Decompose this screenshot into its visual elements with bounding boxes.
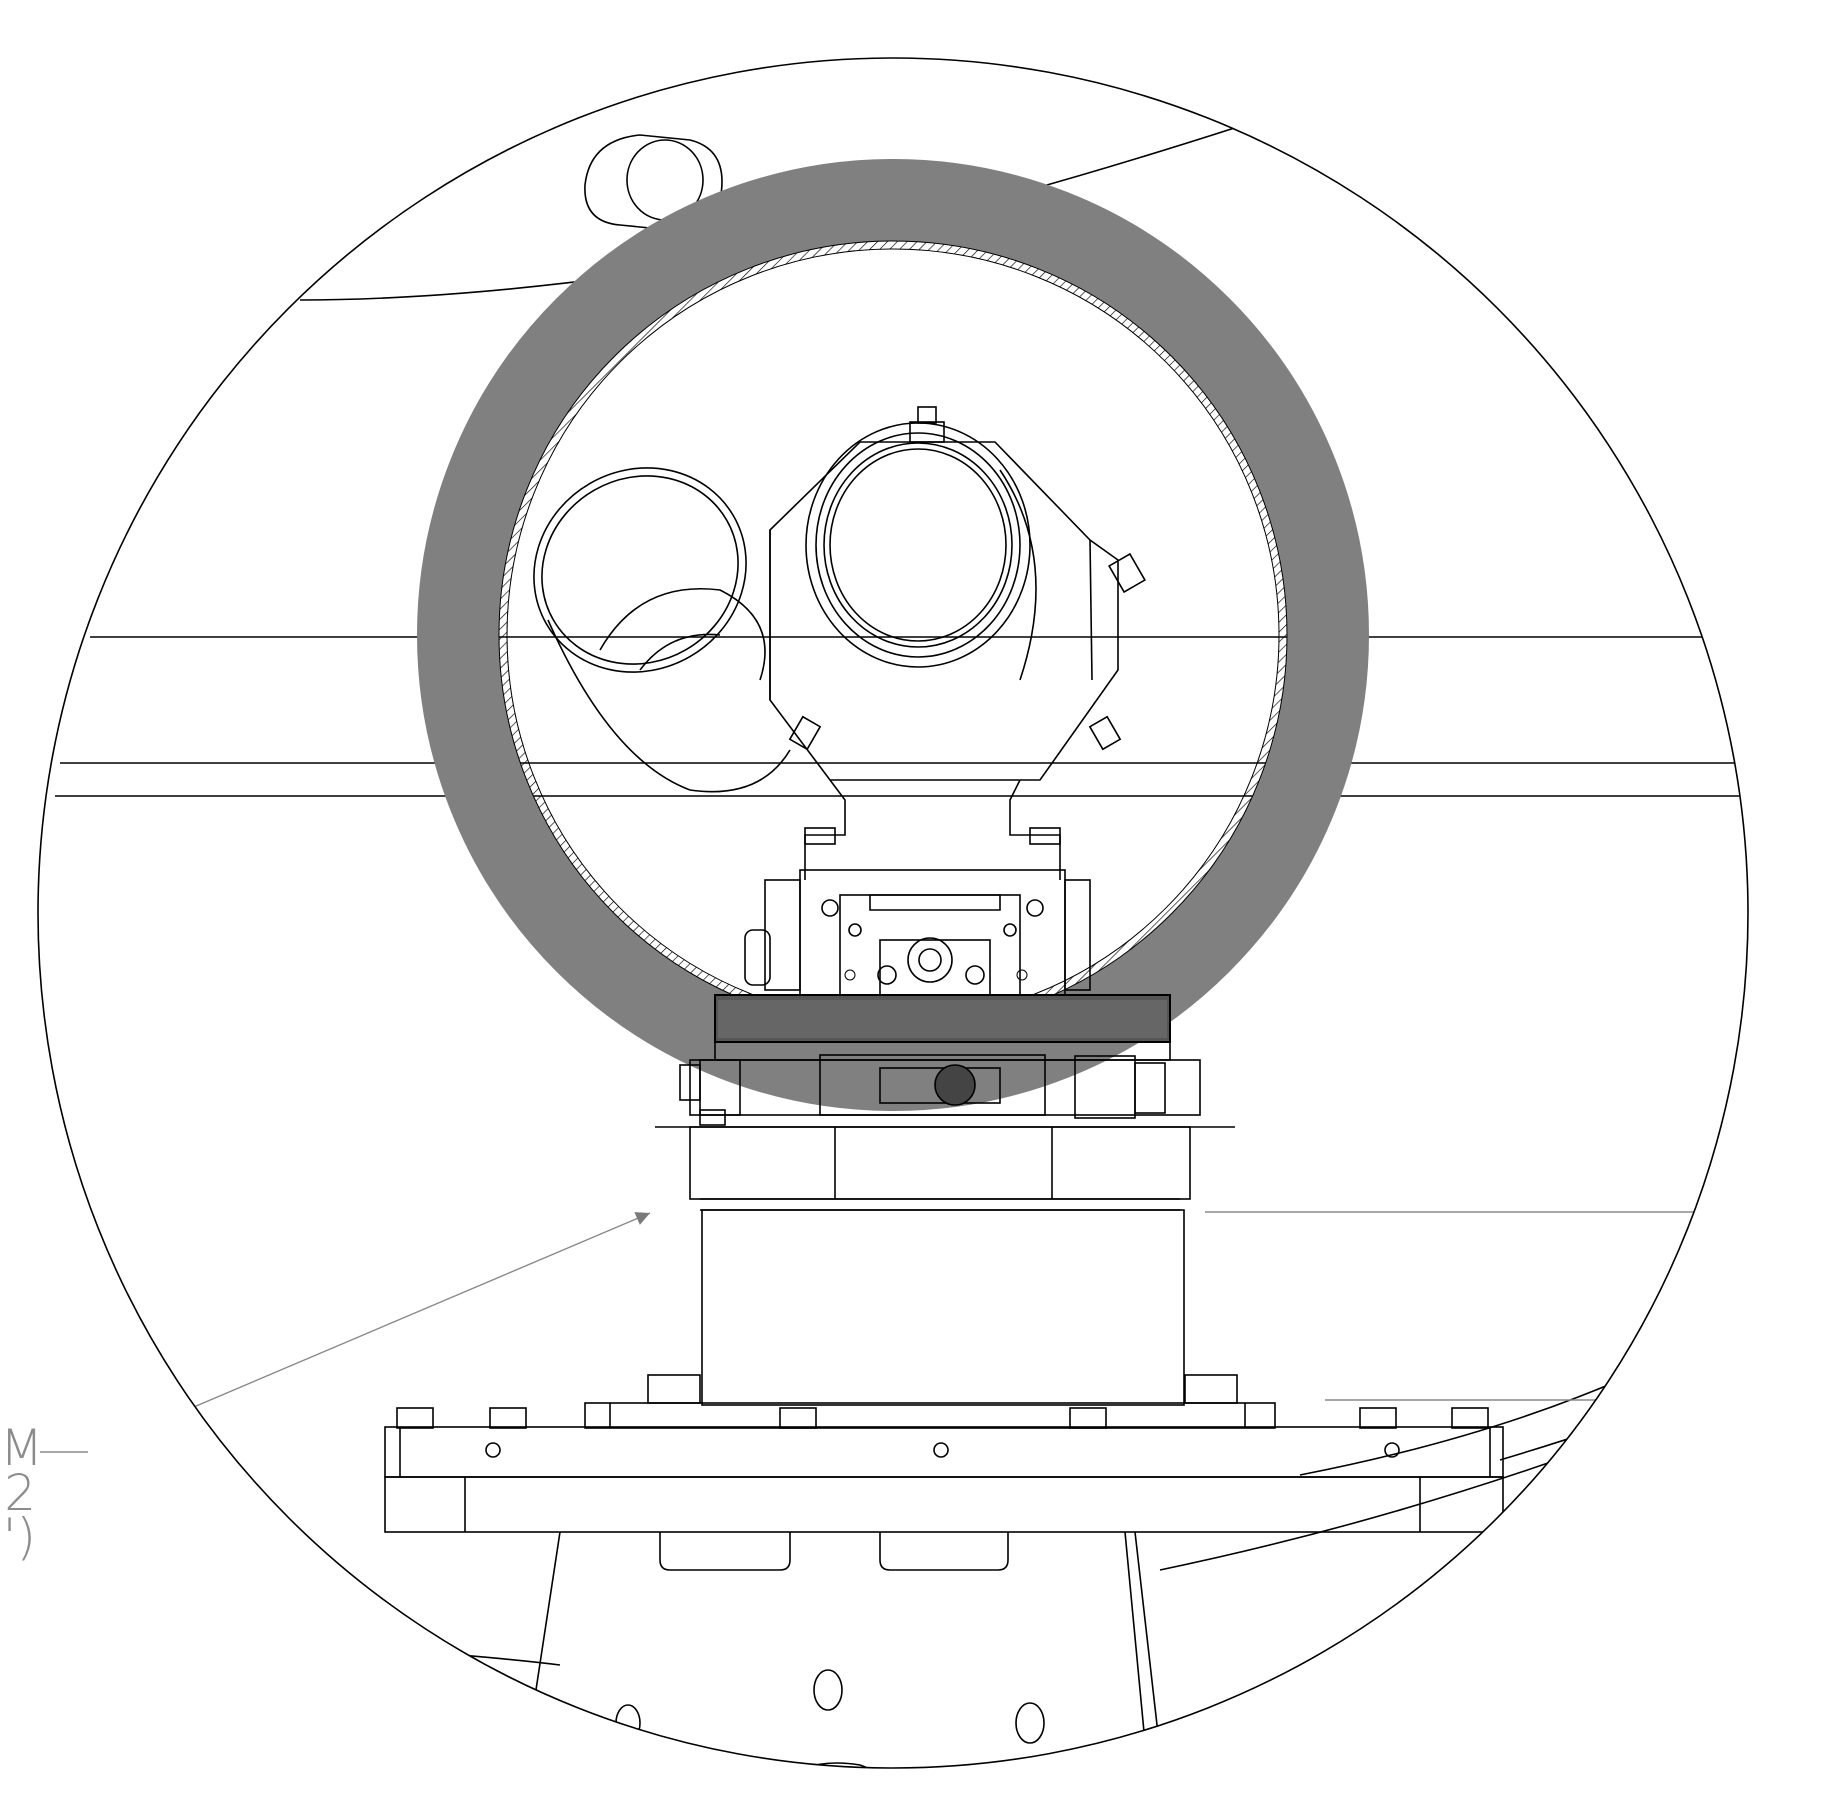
- callout-line-1: M: [0, 1419, 44, 1477]
- right-sweep-curve-2: [1299, 1379, 1621, 1476]
- leader-lines: [87, 1211, 1748, 1453]
- detail-view: [55, 58, 1748, 1768]
- callout-line-3: '): [2, 1508, 36, 1566]
- xy-stage: [744, 869, 1091, 1001]
- stage-knob: [744, 929, 771, 986]
- right-sweep-curve: [1499, 1359, 1748, 1461]
- support-stand: [519, 1531, 1166, 1768]
- main-lens-bore: [805, 422, 1031, 668]
- top-edge-notch: [1179, 58, 1261, 69]
- side-knob: [1108, 552, 1146, 594]
- callout-line-2: 2: [4, 1464, 36, 1522]
- lower-left-curve: [459, 1654, 561, 1666]
- detail-view-boundary: [37, 57, 1749, 1769]
- breadboard-base: [384, 1374, 1504, 1533]
- base-plate-assembly: [679, 994, 1201, 1126]
- horizontal-rails: [55, 636, 1748, 797]
- pedestal: [655, 1126, 1235, 1406]
- side-lens-tube: [533, 467, 791, 793]
- lower-right-curve: [1159, 1429, 1641, 1571]
- octagonal-mount: [769, 406, 1146, 781]
- mount-column: [804, 779, 1061, 880]
- top-screw: [909, 421, 945, 443]
